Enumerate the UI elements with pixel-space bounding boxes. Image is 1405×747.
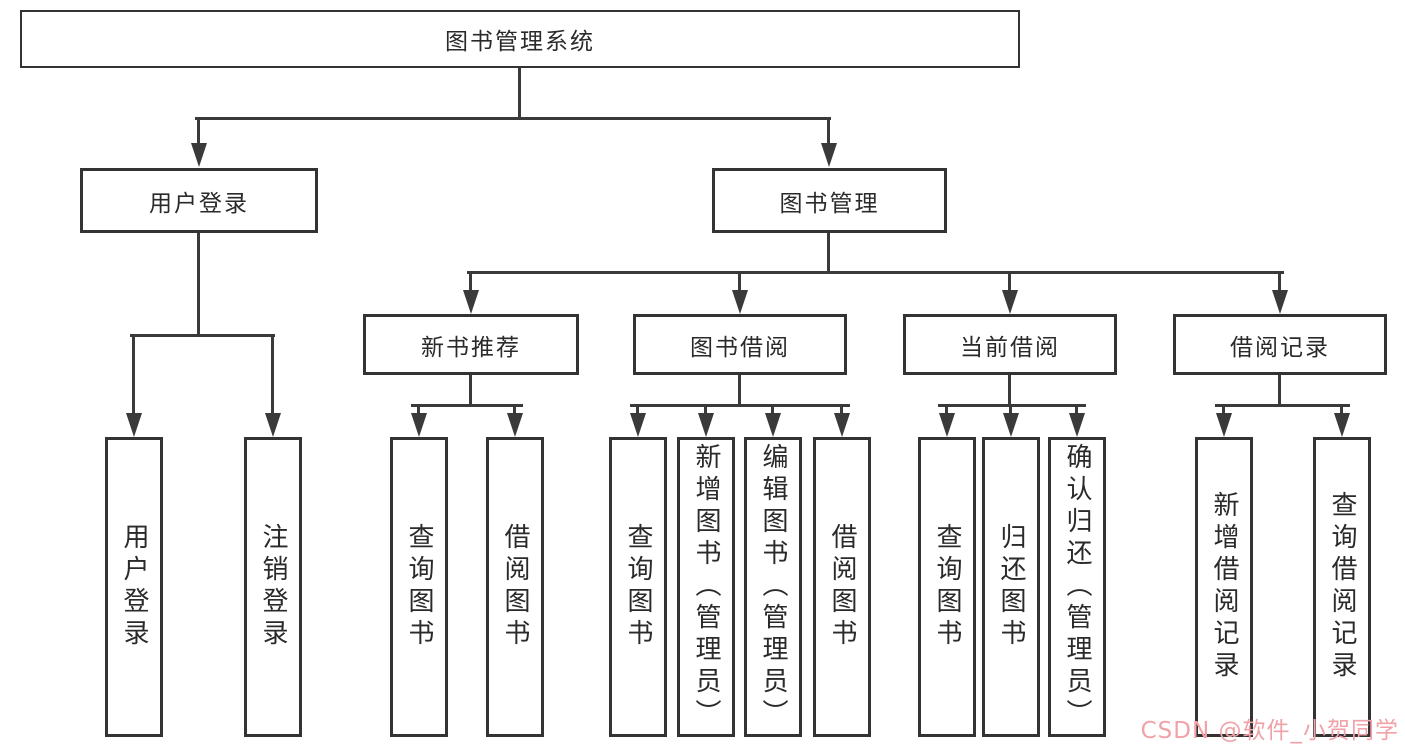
leaf-borrow-book: 借阅图书 <box>813 437 871 737</box>
arrow-down-icon <box>834 413 850 437</box>
arrow-down-icon <box>126 413 142 437</box>
connector-line <box>130 334 275 337</box>
arrow-down-icon <box>821 143 837 167</box>
watermark: CSDN @软件_小贺同学 <box>1140 718 1399 744</box>
arrow-down-icon <box>1272 290 1288 314</box>
leaf-add-book-admin: 新增图书（管理员） <box>677 437 735 737</box>
leaf-add-book-admin-label: 新增图书（管理员） <box>691 443 721 731</box>
leaf-borrow-book-label: 借阅图书 <box>827 523 857 651</box>
leaf-edit-book-admin: 编辑图书（管理员） <box>744 437 802 737</box>
connector-line <box>518 68 521 119</box>
leaf-add-borrow-record-label: 新增借阅记录 <box>1209 491 1239 683</box>
leaf-return-book: 归还图书 <box>982 437 1040 737</box>
connector-line <box>630 404 850 407</box>
leaf-query-book-current-label: 查询图书 <box>932 523 962 651</box>
connector-line <box>417 404 420 416</box>
arrow-down-icon <box>1002 290 1018 314</box>
connector-line <box>840 404 843 416</box>
node-borrow-record-label: 借阅记录 <box>1230 334 1330 361</box>
arrow-down-icon <box>265 413 281 437</box>
leaf-query-book-recommend: 查询图书 <box>390 437 448 737</box>
connector-line <box>1075 404 1078 416</box>
node-book-borrow: 图书借阅 <box>633 314 847 375</box>
leaf-borrow-book-recommend-label: 借阅图书 <box>500 523 530 651</box>
arrow-down-icon <box>1069 413 1085 437</box>
connector-line <box>738 271 741 293</box>
connector-line <box>827 233 830 273</box>
connector-line <box>411 404 523 407</box>
node-new-book-recommend: 新书推荐 <box>363 314 579 375</box>
leaf-return-book-label: 归还图书 <box>996 523 1026 651</box>
connector-line <box>132 334 135 414</box>
leaf-query-borrow-record: 查询借阅记录 <box>1313 437 1371 737</box>
node-root-label: 图书管理系统 <box>445 29 595 55</box>
arrow-down-icon <box>191 143 207 167</box>
connector-line <box>469 271 472 293</box>
connector-line <box>636 404 639 416</box>
connector-line <box>1215 404 1350 407</box>
connector-line <box>1222 404 1225 416</box>
leaf-user-login: 用户登录 <box>105 437 163 737</box>
leaf-query-book-borrow-label: 查询图书 <box>623 523 653 651</box>
connector-line <box>771 404 774 416</box>
leaf-query-book-current: 查询图书 <box>918 437 976 737</box>
connector-line <box>938 404 1086 407</box>
arrow-down-icon <box>411 413 427 437</box>
leaf-confirm-return-admin-label: 确认归还（管理员） <box>1062 443 1092 731</box>
node-current-borrow-label: 当前借阅 <box>960 334 1060 361</box>
arrow-down-icon <box>507 413 523 437</box>
arrow-down-icon <box>1003 413 1019 437</box>
connector-line <box>1340 404 1343 416</box>
connector-line <box>1008 375 1011 407</box>
connector-line <box>1278 375 1281 407</box>
connector-line <box>1008 271 1011 293</box>
leaf-query-book-recommend-label: 查询图书 <box>404 523 434 651</box>
leaf-logout: 注销登录 <box>244 437 302 737</box>
arrow-down-icon <box>698 413 714 437</box>
arrow-down-icon <box>939 413 955 437</box>
connector-line <box>1009 404 1012 416</box>
node-borrow-record: 借阅记录 <box>1173 314 1387 375</box>
leaf-confirm-return-admin: 确认归还（管理员） <box>1048 437 1106 737</box>
arrow-down-icon <box>765 413 781 437</box>
connector-line <box>467 271 1284 274</box>
connector-line <box>945 404 948 416</box>
node-user-login-label: 用户登录 <box>149 190 249 217</box>
connector-line <box>827 117 830 144</box>
arrow-down-icon <box>1334 413 1350 437</box>
node-book-management: 图书管理 <box>712 168 947 233</box>
connector-line <box>271 334 274 414</box>
leaf-add-borrow-record: 新增借阅记录 <box>1195 437 1253 737</box>
leaf-user-login-label: 用户登录 <box>119 523 149 651</box>
leaf-edit-book-admin-label: 编辑图书（管理员） <box>758 443 788 731</box>
node-book-management-label: 图书管理 <box>779 190 880 217</box>
node-current-borrow: 当前借阅 <box>903 314 1117 375</box>
connector-line <box>197 117 200 144</box>
leaf-query-book-borrow: 查询图书 <box>609 437 667 737</box>
node-book-borrow-label: 图书借阅 <box>690 334 790 361</box>
node-root: 图书管理系统 <box>20 10 1020 68</box>
arrow-down-icon <box>630 413 646 437</box>
node-user-login: 用户登录 <box>80 168 318 233</box>
leaf-borrow-book-recommend: 借阅图书 <box>486 437 544 737</box>
leaf-query-borrow-record-label: 查询借阅记录 <box>1327 491 1357 683</box>
connector-line <box>469 375 472 407</box>
connector-line <box>738 375 741 407</box>
connector-line <box>1278 271 1281 293</box>
arrow-down-icon <box>732 290 748 314</box>
arrow-down-icon <box>463 290 479 314</box>
connector-line <box>195 117 831 120</box>
arrow-down-icon <box>1216 413 1232 437</box>
connector-line <box>513 404 516 416</box>
connector-line <box>704 404 707 416</box>
leaf-logout-label: 注销登录 <box>258 523 288 651</box>
node-new-book-recommend-label: 新书推荐 <box>421 334 521 361</box>
connector-line <box>197 233 200 336</box>
